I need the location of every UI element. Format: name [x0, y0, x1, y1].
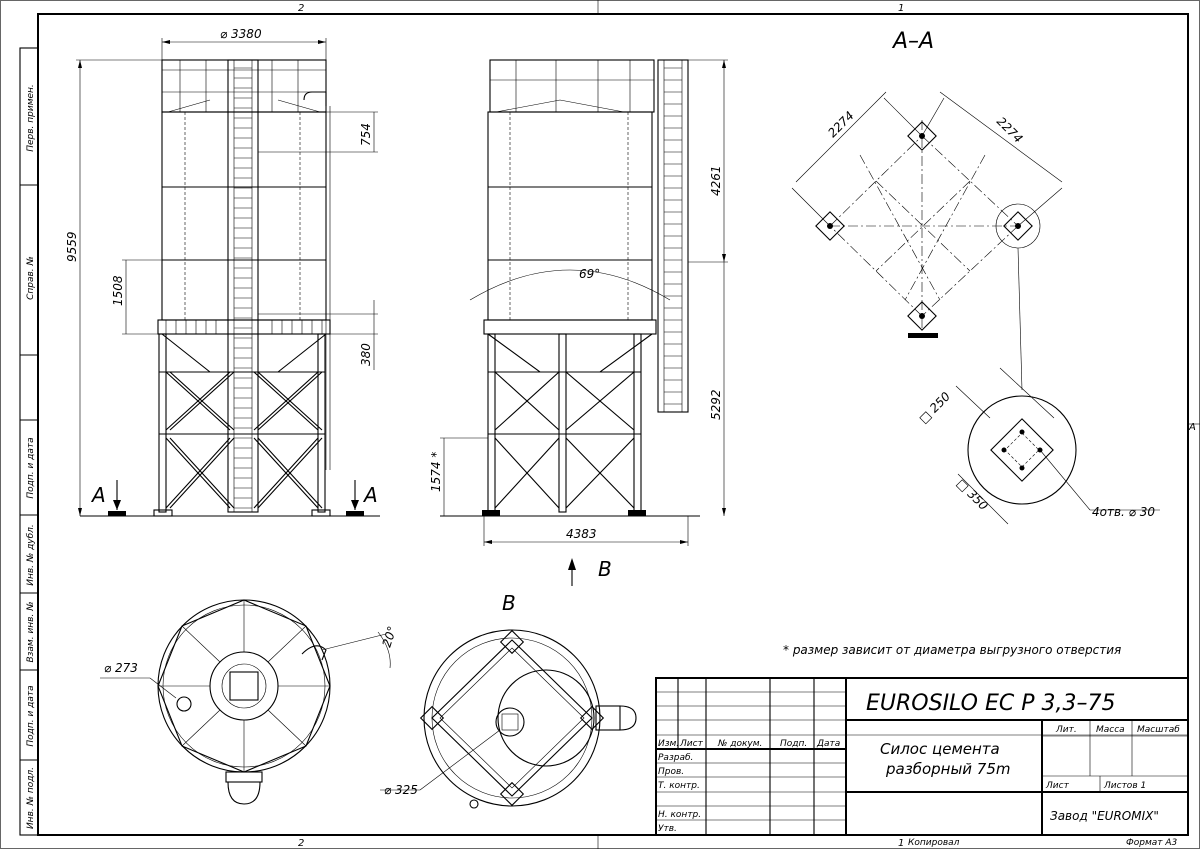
zone-label: 2	[298, 3, 304, 14]
dim-angle-69: 69°	[579, 267, 600, 281]
dim-sq-250: □ 250	[916, 389, 953, 426]
footnote: * размер зависит от диаметра выгрузного …	[783, 643, 1121, 657]
front-view: A A ⌀ 3380 9559 754 1508 380	[65, 27, 380, 517]
col-list: Лист	[679, 739, 704, 749]
lit-label: Лит.	[1055, 725, 1077, 735]
list-label: Лист	[1045, 781, 1070, 791]
dim-5292: 5292	[709, 389, 723, 420]
view-b-title: B	[502, 591, 516, 615]
row-tkontr: Т. контр.	[658, 781, 700, 791]
format-label: Формат А3	[1126, 838, 1178, 848]
zone-label: 1	[898, 3, 904, 14]
product-name-1: Силос цемента	[880, 740, 1000, 758]
dim-2274-left: 2274	[825, 109, 856, 140]
title-block: EUROSILO EC P 3,3–75 Силос цемента разбо…	[655, 677, 1189, 848]
stamp-label: Взам. инв. №	[26, 601, 36, 662]
section-label-a: A	[90, 483, 106, 507]
section-label-a: A	[362, 483, 378, 507]
col-podp: Подп.	[780, 739, 807, 749]
side-stamp-column: Перв. примен. Справ. № Подп. и дата Инв.…	[19, 47, 39, 836]
col-izm: Изм.	[658, 739, 679, 749]
dim-325: ⌀ 325	[384, 783, 418, 797]
stamp-label: Подп. и дата	[26, 437, 36, 498]
section-title: A–A	[891, 29, 934, 54]
holes-note: 4отв. ⌀ 30	[1092, 505, 1155, 519]
listov-label: Листов 1	[1103, 781, 1146, 791]
product-name-2: разборный 75m	[885, 760, 1011, 778]
zone-label: A	[1188, 422, 1196, 433]
stamp-label: Инв. № дубл.	[26, 524, 36, 586]
row-utv: Утв.	[658, 824, 677, 834]
top-view: ⌀ 273 20°	[100, 599, 400, 805]
dim-4261: 4261	[709, 165, 723, 196]
dim-1508: 1508	[111, 275, 125, 306]
dim-1574: 1574 *	[429, 452, 443, 492]
designation: EUROSILO EC P 3,3–75	[866, 691, 1115, 716]
row-razrab: Разраб.	[658, 753, 693, 763]
stamp-label: Инв. № подл.	[26, 767, 36, 829]
zone-label: 1	[898, 838, 904, 849]
dim-2274-right: 2274	[994, 114, 1025, 145]
col-data: Дата	[816, 739, 840, 749]
row-nkontr: Н. контр.	[658, 810, 701, 820]
dim-754: 754	[359, 123, 373, 146]
section-a-a: A–A 2274 2274	[791, 29, 1160, 525]
masshtab-label: Масштаб	[1137, 725, 1180, 735]
dim-angle-20: 20°	[380, 624, 400, 649]
stamp-label: Подп. и дата	[26, 685, 36, 746]
view-arrow-b: B	[598, 557, 612, 581]
side-view: 69° 4261 5292 1574 * 4383 B	[429, 59, 728, 586]
dim-sq-350: □ 350	[954, 476, 991, 513]
view-b: B ⌀ 325	[380, 591, 637, 809]
dim-height: 9559	[65, 231, 79, 262]
massa-label: Масса	[1096, 725, 1125, 735]
zone-label: 2	[298, 838, 304, 849]
col-doc: № докум.	[717, 739, 762, 749]
company-name: Завод "EUROMIX"	[1050, 809, 1159, 823]
dim-273: ⌀ 273	[104, 661, 138, 675]
dim-380: 380	[359, 343, 373, 366]
stamp-label: Перв. примен.	[26, 84, 36, 152]
copied-label: Копировал	[908, 838, 960, 848]
dim-4383: 4383	[566, 527, 597, 541]
dim-diameter: ⌀ 3380	[220, 27, 262, 41]
row-prov: Пров.	[658, 767, 684, 777]
stamp-label: Справ. №	[26, 256, 36, 300]
